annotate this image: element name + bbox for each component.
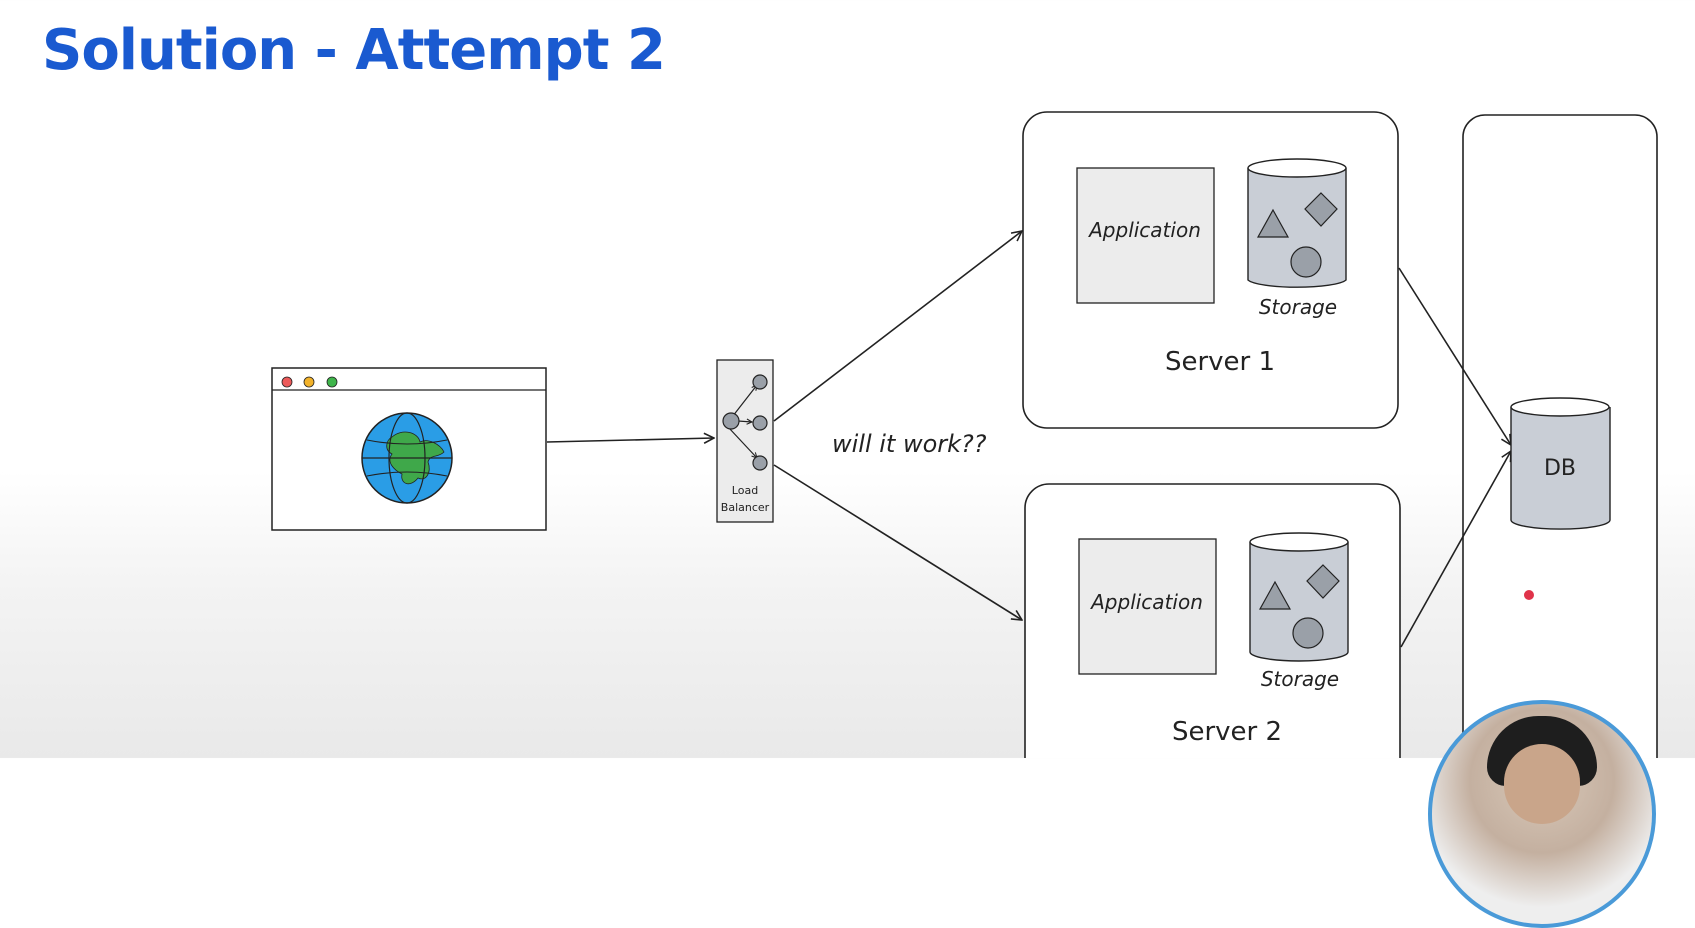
diamond-shape-icon: [1306, 564, 1340, 599]
client-browser-window: [271, 367, 547, 531]
server-1-box: Application Storage Server 1: [1022, 111, 1399, 429]
triangle-shape-icon: [1256, 208, 1290, 238]
close-dot-icon: [281, 376, 293, 388]
lb-input-node-icon: [722, 412, 740, 430]
will-it-work-annotation: will it work??: [832, 430, 987, 458]
storage-label: Storage: [1259, 295, 1337, 319]
lb-to-server1-arrow: [773, 231, 1022, 422]
lb-label-line2: Balancer: [721, 501, 770, 514]
db-label: DB: [1544, 456, 1576, 481]
load-balancer-node: Load Balancer: [716, 359, 774, 523]
client-to-lb-arrow: [546, 438, 714, 442]
storage-cylinder-icon: [1249, 532, 1349, 662]
globe-icon: [361, 412, 453, 504]
server-2-box: Application Storage Server 2: [1024, 483, 1401, 758]
server1-to-db-arrow: [1398, 267, 1511, 445]
minimize-dot-icon: [303, 376, 315, 388]
application-box: [1078, 538, 1217, 675]
lb-output-node-icon: [752, 374, 768, 390]
architecture-diagram: Load Balancer will it work?? Application…: [271, 111, 1658, 758]
circle-shape-icon: [1290, 246, 1322, 278]
triangle-shape-icon: [1258, 580, 1292, 610]
storage-label: Storage: [1261, 667, 1339, 691]
lb-label-line1: Load: [732, 484, 758, 497]
presenter-avatar: [1428, 700, 1656, 928]
page-title: Solution - Attempt 2: [42, 18, 666, 83]
application-label: Application: [1089, 590, 1203, 614]
storage-cylinder-icon: [1247, 158, 1347, 288]
application-box: [1076, 167, 1215, 304]
database-cylinder-icon: DB: [1510, 397, 1611, 530]
server2-to-db-arrow: [1400, 451, 1511, 648]
circle-shape-icon: [1292, 617, 1324, 649]
application-label: Application: [1087, 218, 1201, 242]
server-name: Server 2: [1172, 717, 1282, 747]
diamond-shape-icon: [1304, 192, 1338, 227]
server-name: Server 1: [1165, 347, 1275, 377]
avatar-face: [1504, 744, 1580, 824]
pointer-marker-dot: [1524, 590, 1534, 600]
lb-output-node-icon: [752, 415, 768, 431]
maximize-dot-icon: [326, 376, 338, 388]
lb-to-server2-arrow: [773, 464, 1022, 620]
lb-output-node-icon: [752, 455, 768, 471]
